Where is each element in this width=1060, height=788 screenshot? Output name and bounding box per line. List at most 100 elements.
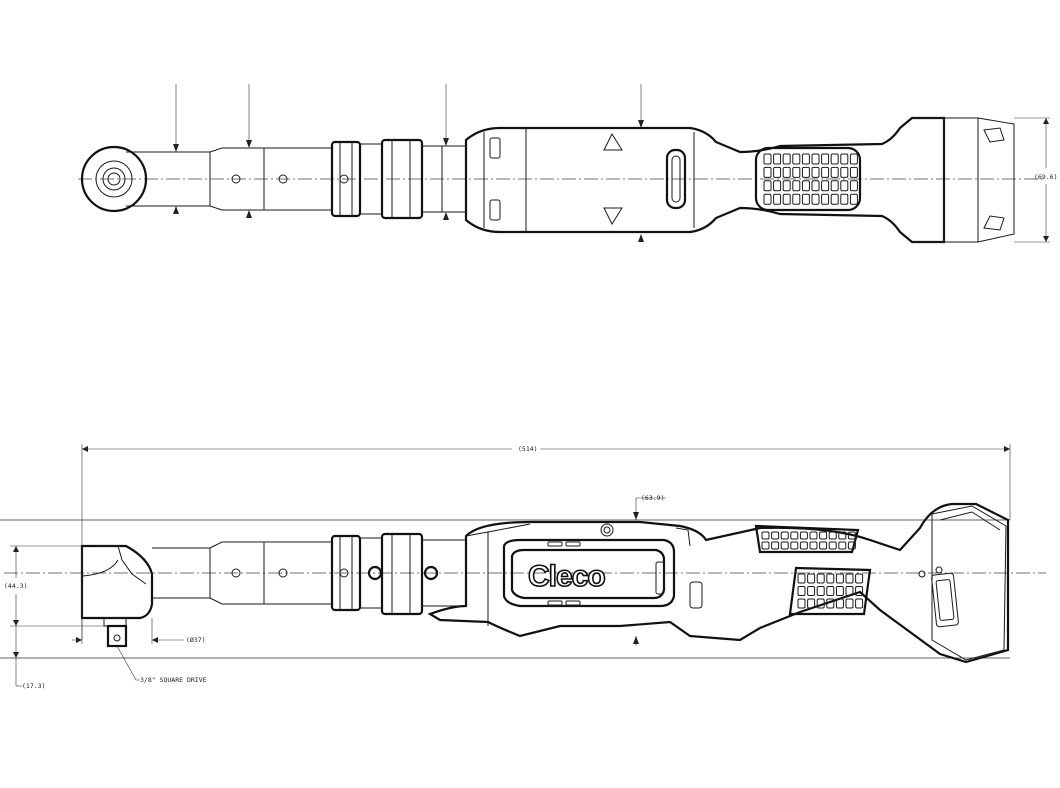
- grip-cell: [849, 180, 858, 192]
- grip-cell: [830, 193, 839, 205]
- grip-cell: [845, 573, 854, 584]
- grip-cell: [855, 598, 864, 609]
- grip-cell: [780, 531, 789, 540]
- grip-cell: [790, 541, 799, 550]
- grip-cell: [763, 166, 772, 178]
- top-height-label: (63.9): [641, 494, 664, 502]
- grip-cell: [792, 180, 801, 192]
- grip-cell: [847, 541, 856, 550]
- grip-cell: [811, 193, 820, 205]
- grip-cell: [801, 153, 810, 165]
- grip-cell: [780, 541, 789, 550]
- grip-cell: [845, 586, 854, 596]
- overall-length-label: (514): [518, 445, 538, 453]
- grip-cell: [816, 586, 825, 596]
- head-diameter-dimension: (Ø37): [72, 618, 206, 644]
- grip-cell: [797, 598, 806, 609]
- grip-cell: [792, 166, 801, 178]
- grip-cell: [826, 586, 835, 596]
- head-height-label: (44.3): [4, 582, 27, 590]
- grip-cell: [782, 180, 791, 192]
- drive-offset-dimension: (17.3): [13, 626, 45, 690]
- grip-cell: [782, 193, 791, 205]
- grip-cell: [855, 573, 864, 584]
- grip-cell: [819, 541, 828, 550]
- battery-width-label: (69.6): [1034, 173, 1057, 181]
- grip-cell: [807, 598, 816, 609]
- grip-cell: [763, 180, 772, 192]
- overall-length-dimension: (514): [81, 444, 1011, 640]
- grip-cell: [821, 166, 830, 178]
- grip-cell: [761, 541, 770, 550]
- grip-cell: [821, 193, 830, 205]
- grip-cell: [821, 153, 830, 165]
- grip-cell: [797, 573, 806, 584]
- square-drive-label: 3/8" SQUARE DRIVE: [140, 676, 207, 684]
- grip-cell: [838, 541, 847, 550]
- grip-cell: [811, 180, 820, 192]
- grip-cell: [782, 153, 791, 165]
- grip-cell: [826, 573, 835, 584]
- grip-cell: [849, 153, 858, 165]
- angle-head-top: [80, 145, 148, 213]
- grip-cell: [792, 193, 801, 205]
- grip-cell: [799, 541, 808, 550]
- grip-cell: [811, 166, 820, 178]
- grip-cell: [828, 531, 837, 540]
- grip-cell: [763, 153, 772, 165]
- grip-texture-lower: [797, 573, 864, 609]
- battery-width-dimension: (69.6): [1014, 117, 1057, 243]
- grip-cell: [849, 166, 858, 178]
- grip-cell: [840, 153, 849, 165]
- grip-cell: [819, 531, 828, 540]
- top-height-dimension: (63.9): [633, 494, 666, 646]
- grip-cell: [828, 541, 837, 550]
- grip-cell: [809, 541, 818, 550]
- grip-cell: [835, 573, 844, 584]
- grip-cell: [855, 586, 864, 596]
- grip-cell: [801, 180, 810, 192]
- grip-cell: [771, 531, 780, 540]
- grip-cell: [821, 180, 830, 192]
- grip-cell: [782, 166, 791, 178]
- grip-texture-upper: [761, 531, 856, 550]
- grip-cell: [790, 531, 799, 540]
- angle-head-side: [80, 544, 154, 648]
- grip-cell: [763, 193, 772, 205]
- grip-cell: [797, 586, 806, 596]
- grip-cell: [816, 598, 825, 609]
- grip-cell: [849, 193, 858, 205]
- grip-cell: [816, 573, 825, 584]
- grip-cell: [826, 598, 835, 609]
- head-diameter-label: (Ø37): [186, 636, 206, 644]
- grip-cell: [835, 598, 844, 609]
- grip-cell: [761, 531, 770, 540]
- grip-cell: [773, 193, 782, 205]
- grip-cell: [845, 598, 854, 609]
- grip-cell: [773, 153, 782, 165]
- grip-cell: [830, 153, 839, 165]
- grip-cell: [840, 193, 849, 205]
- grip-cell: [801, 166, 810, 178]
- grip-cell: [811, 153, 820, 165]
- grip-cell: [830, 166, 839, 178]
- drive-offset-label: (17.3): [22, 682, 45, 690]
- section-markers-top: [173, 84, 644, 242]
- grip-cell: [840, 180, 849, 192]
- side-view: Cleco (514): [0, 444, 1046, 690]
- head-height-dimension: (44.3): [4, 545, 104, 627]
- grip-cell: [807, 573, 816, 584]
- grip-cell: [847, 531, 856, 540]
- grip-cell: [801, 193, 810, 205]
- brand-logo: Cleco: [528, 560, 605, 593]
- grip-cell: [830, 180, 839, 192]
- grip-cell: [792, 153, 801, 165]
- grip-cell: [773, 166, 782, 178]
- grip-cell: [773, 180, 782, 192]
- grip-cell: [771, 541, 780, 550]
- grip-cell: [809, 531, 818, 540]
- grip-texture-top: [763, 153, 858, 205]
- top-view: (69.6): [78, 84, 1057, 244]
- square-drive-callout: 3/8" SQUARE DRIVE: [116, 645, 207, 684]
